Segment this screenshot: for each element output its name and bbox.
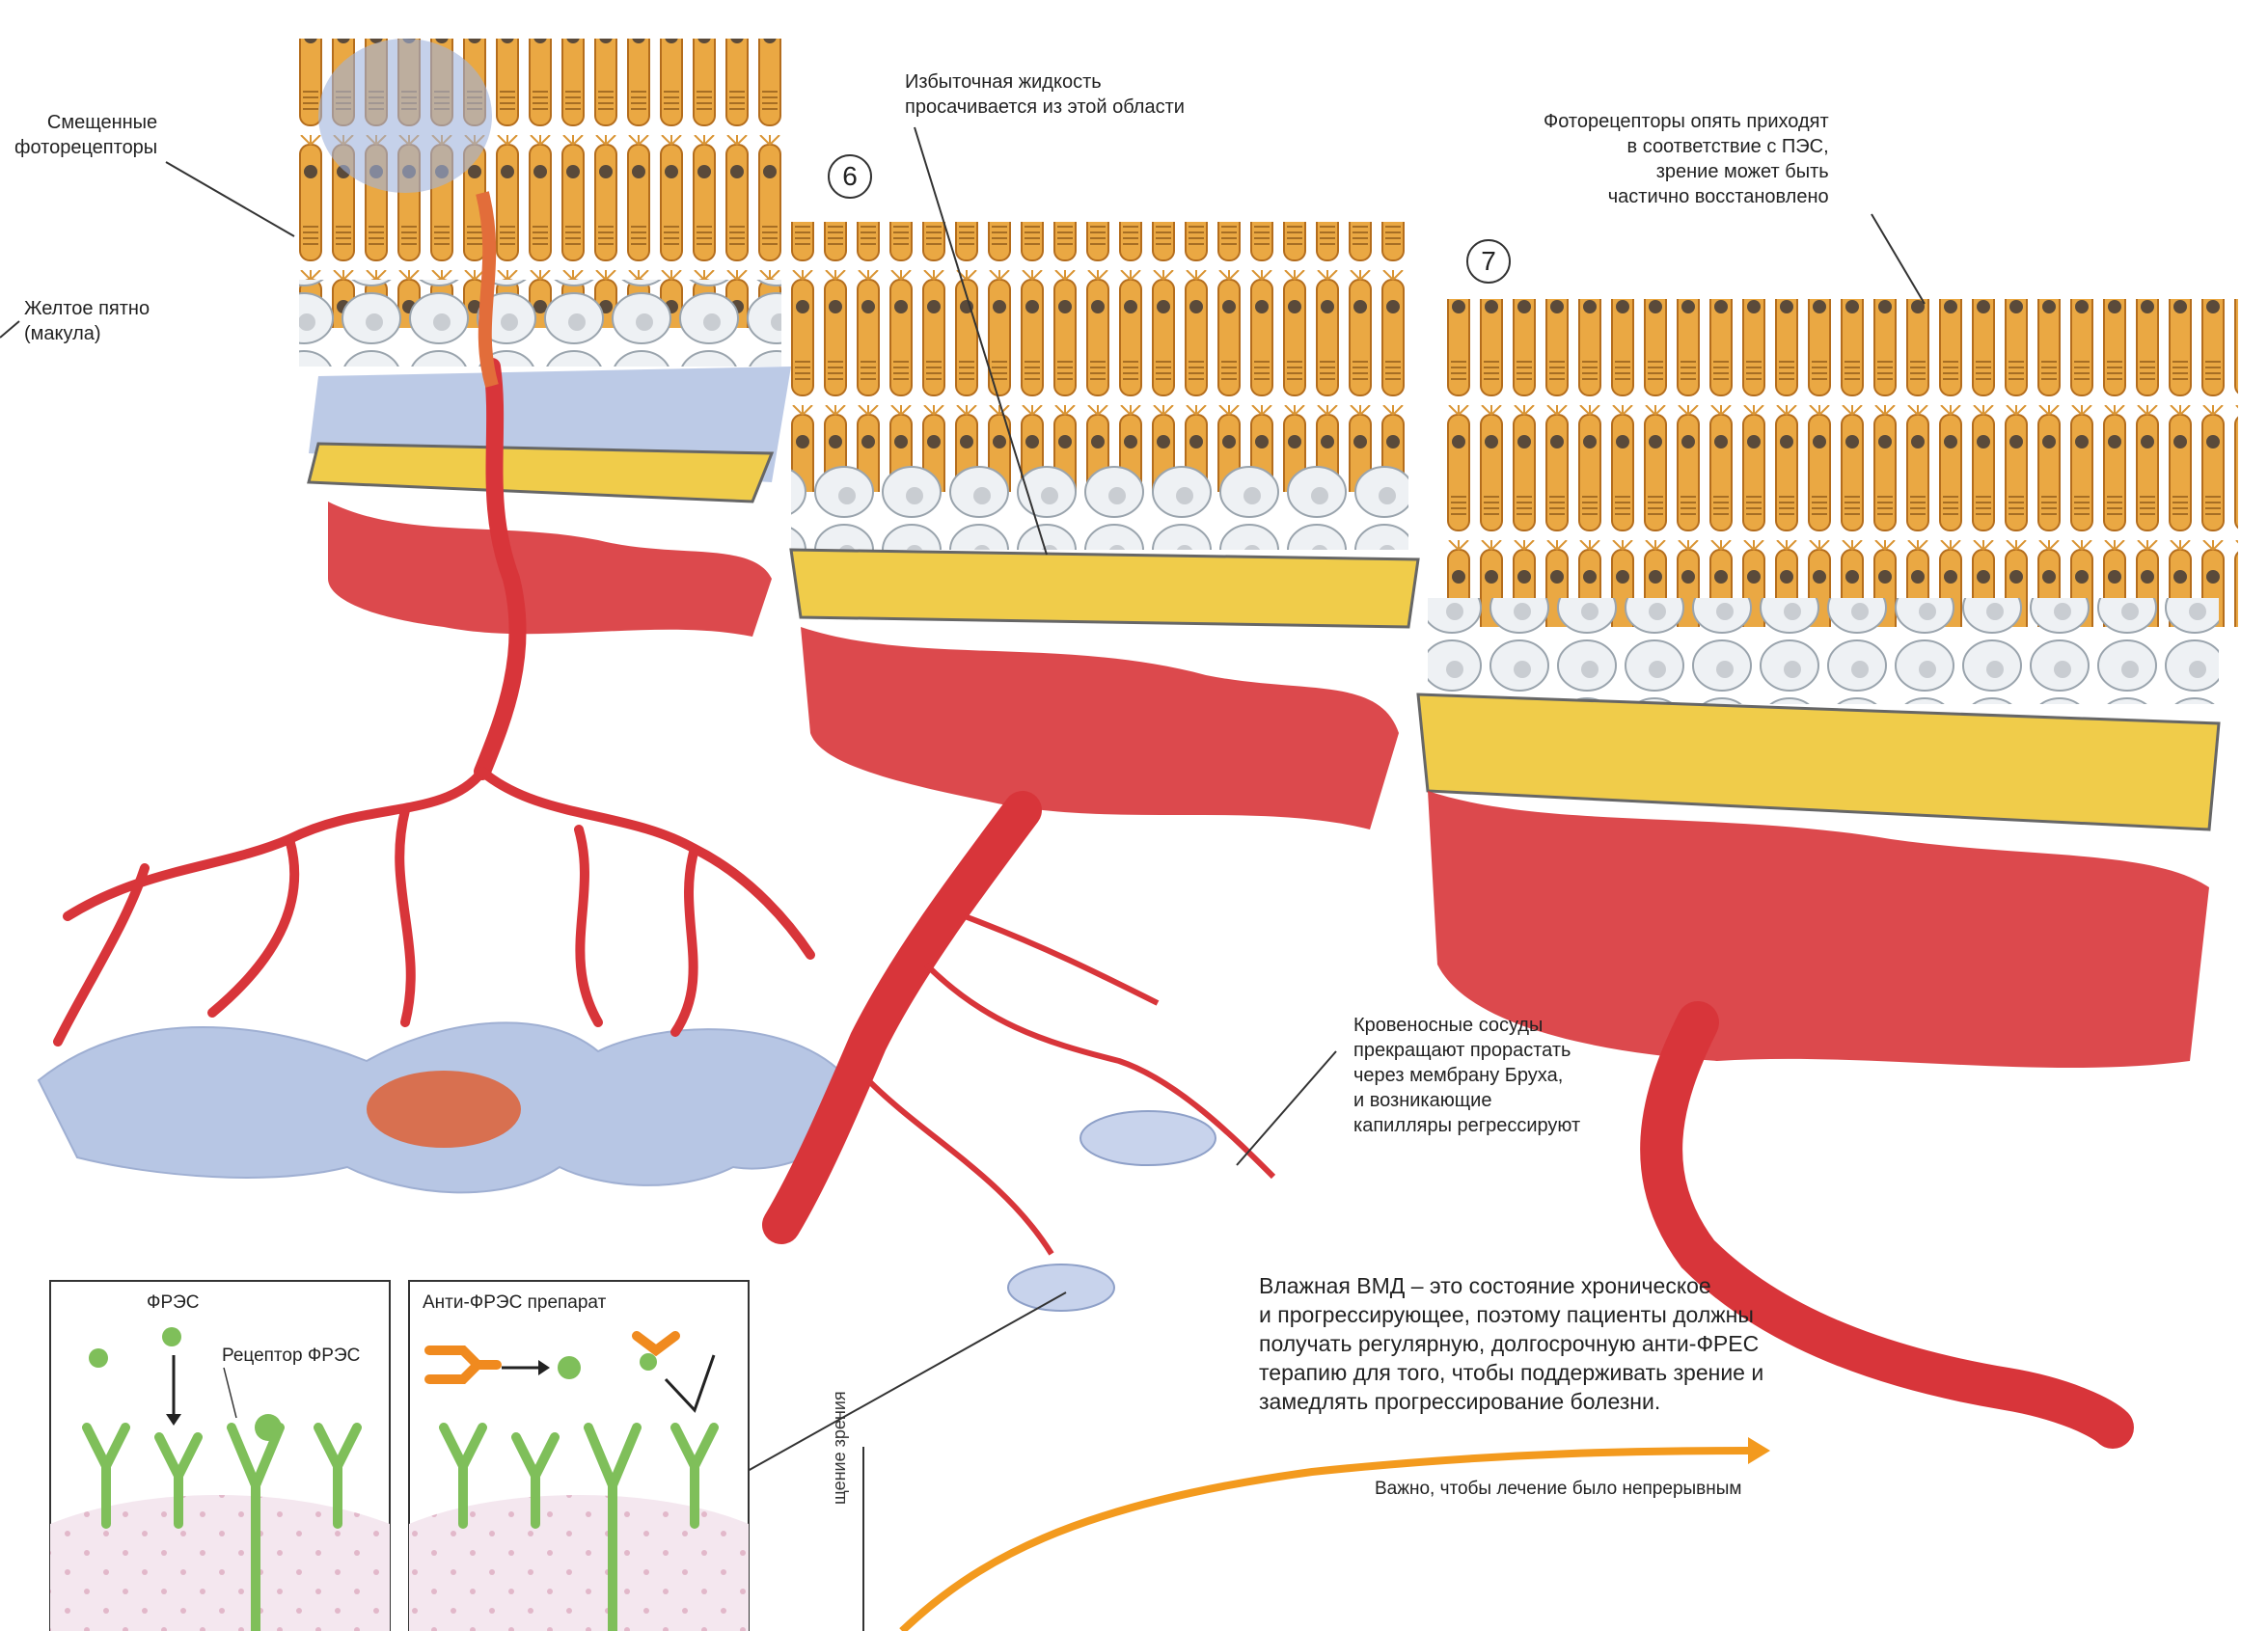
vision-axis-label: щение зрения <box>830 1391 850 1505</box>
displaced-photoreceptors-label: Смещенные фоторецепторы <box>14 110 157 160</box>
fluid-bubble <box>318 39 492 193</box>
fluid-droplet <box>1008 1264 1114 1311</box>
arrow-head <box>1748 1437 1770 1464</box>
photoreceptor-layer <box>791 222 1408 492</box>
hemorrhage <box>367 1071 521 1148</box>
retina-block-stage-5 <box>289 39 791 772</box>
rpe-layer <box>1428 598 2219 704</box>
regressing-capillaries <box>868 916 1273 1254</box>
continuous-treatment-note: Важно, чтобы лечение было непрерывным <box>1375 1479 1741 1500</box>
neovascular-network <box>39 772 852 1192</box>
vegf-molecule <box>640 1353 657 1371</box>
large-vessel <box>781 810 1023 1225</box>
vegf-inset <box>50 1281 390 1631</box>
rpe-layer <box>299 280 781 367</box>
photoreceptor-layer <box>1447 299 2238 627</box>
vegf-molecule <box>558 1356 581 1379</box>
anti-vegf-inset <box>409 1281 749 1631</box>
bruch-membrane <box>791 550 1418 627</box>
macula-label: Желтое пятно (макула) <box>24 296 150 346</box>
vegf-molecule <box>162 1327 181 1346</box>
vegf-title: ФРЭС <box>147 1292 200 1314</box>
vessels-stop-label: Кровеносные сосуды прекращают прорастать… <box>1353 1013 1580 1138</box>
capillary-tangle <box>58 772 810 1042</box>
vegf-receptor-label: Рецептор ФРЭС <box>222 1346 360 1367</box>
retina-block-stage-6 <box>781 222 1418 1311</box>
fluid-droplet <box>1080 1111 1216 1165</box>
photoreceptors-restored-label: Фоторецепторы опять приходят в соответст… <box>1544 109 1829 209</box>
stage-6-marker: 6 <box>828 154 872 199</box>
rpe-layer <box>791 463 1408 550</box>
stage-7-marker: 7 <box>1466 239 1511 284</box>
anti-vegf-title: Анти-ФРЭС препарат <box>423 1292 606 1314</box>
choroid-vessels <box>801 627 1399 829</box>
bruch-membrane <box>1418 694 2219 829</box>
bleeding-vessel <box>482 193 492 386</box>
vegf-molecule <box>89 1348 108 1368</box>
summary-text: Влажная ВМД – это состояние хроническое … <box>1259 1271 1763 1416</box>
retina-block-stage-7 <box>1418 299 2238 1427</box>
choroid-vessels <box>328 502 772 637</box>
bruch-membrane <box>309 444 772 502</box>
excess-fluid-label: Избыточная жидкость просачивается из это… <box>905 69 1185 120</box>
